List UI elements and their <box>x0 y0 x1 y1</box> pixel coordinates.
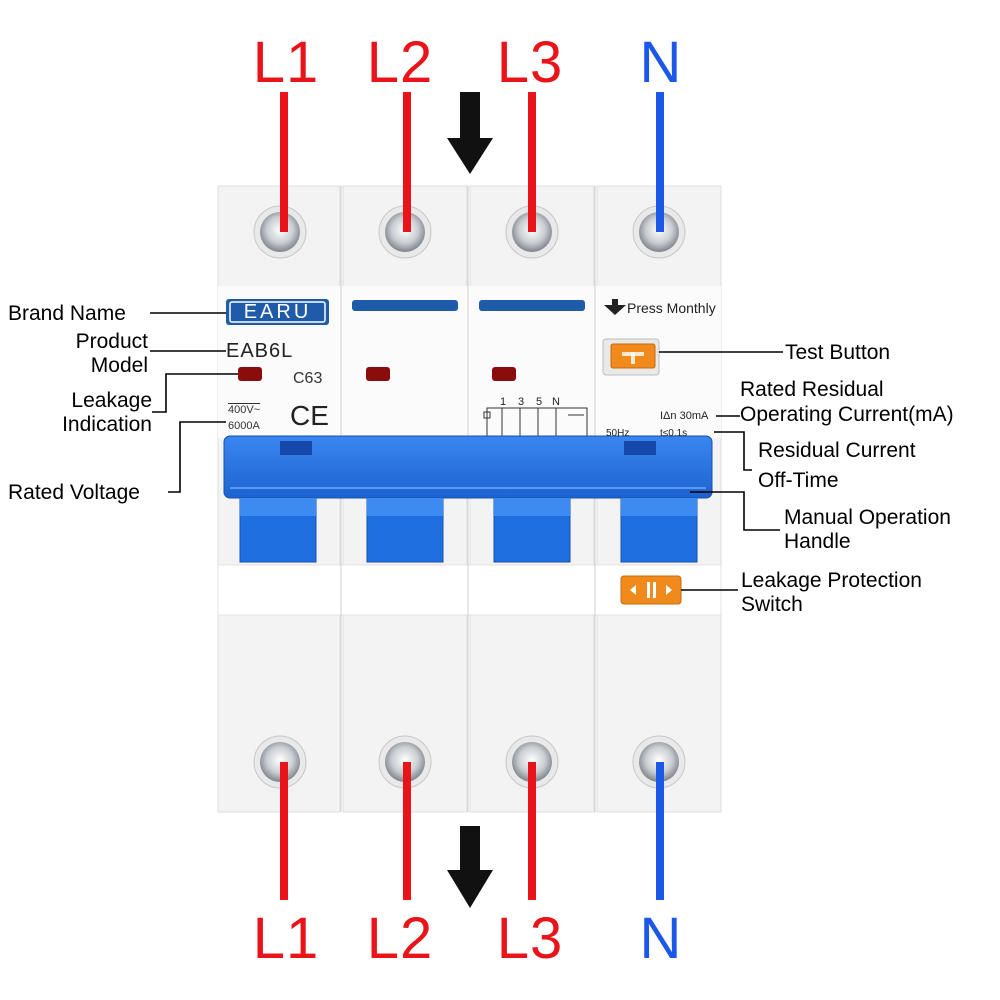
callout-rated-residual-line1: Rated Residual <box>740 378 884 401</box>
residual-current-text: IΔn 30mA <box>660 410 709 422</box>
handle-slot <box>624 441 656 455</box>
callout-lines <box>150 312 783 591</box>
wiring-label-5: 5 <box>536 396 543 408</box>
handle-slot <box>280 441 312 455</box>
callout-manual-handle-line1: Manual Operation <box>784 506 951 529</box>
terminal-label-bottom-l3: L3 <box>496 906 564 971</box>
callout-rated-residual-line2: Operating Current(mA) <box>740 403 954 426</box>
brand-logo-text: EARU <box>243 301 312 323</box>
wiring-label-1: 1 <box>500 396 507 408</box>
off-time-text: t≤0.1s <box>660 428 688 439</box>
callout-rated-voltage: Rated Voltage <box>8 481 140 504</box>
wires-bottom <box>280 762 664 900</box>
module-strip <box>352 300 458 311</box>
wiring-label-n: N <box>552 396 560 408</box>
manual-operation-handle[interactable] <box>223 435 713 499</box>
callout-brand-name: Brand Name <box>8 302 126 325</box>
leakage-indicator <box>366 367 390 381</box>
leakage-indicator <box>492 367 516 381</box>
callout-residual-offtime-line2: Off-Time <box>758 469 839 492</box>
brand-logo <box>226 299 329 325</box>
breaking-capacity-text: 6000A <box>228 420 260 432</box>
callout-leakage-indication-line2: Indication <box>62 413 152 436</box>
terminal-label-top-l1: L1 <box>252 30 320 95</box>
callout-manual-handle-line2: Handle <box>784 530 851 553</box>
module-strip <box>479 300 585 311</box>
terminal-label-top-l2: L2 <box>366 30 434 95</box>
press-monthly-text: Press Monthly <box>627 300 716 316</box>
terminal-label-top-l3: L3 <box>496 30 564 95</box>
terminal-label-top-n: N <box>639 30 683 95</box>
terminal-label-bottom-l1: L1 <box>252 906 320 971</box>
voltage-text: 400V~ <box>228 404 261 416</box>
ce-mark: CE <box>290 400 329 431</box>
terminal-label-bottom-l2: L2 <box>366 906 434 971</box>
callout-residual-offtime-line1: Residual Current <box>758 439 916 462</box>
arrow-down-icon <box>447 826 493 908</box>
toggle-blocks <box>239 497 698 563</box>
rating-text: C63 <box>293 370 323 387</box>
product-model-text: EAB6L <box>226 340 294 362</box>
callout-product-model-line1: Product <box>75 330 148 353</box>
callout-leakage-switch-line1: Leakage Protection <box>741 569 922 592</box>
arrow-down-icon <box>604 299 626 315</box>
wiring-label-3: 3 <box>518 396 525 408</box>
arrow-down-icon <box>447 92 493 174</box>
terminal-label-bottom-n: N <box>639 906 683 971</box>
callout-product-model-line2: Model <box>90 354 148 377</box>
leakage-indicator <box>238 367 262 381</box>
wiring-diagram <box>483 407 588 437</box>
callout-test-button: Test Button <box>785 341 891 364</box>
callout-leakage-indication-line1: Leakage <box>71 389 152 412</box>
wires-top <box>280 92 664 232</box>
callout-leakage-switch-line2: Switch <box>741 593 803 616</box>
frequency-text: 50Hz <box>606 428 630 439</box>
